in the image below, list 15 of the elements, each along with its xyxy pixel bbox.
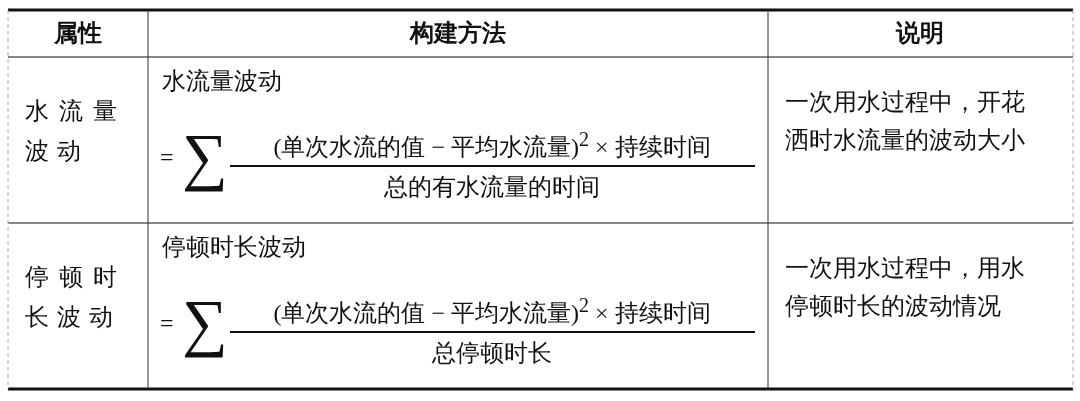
attribute-name: 水流量波动 [25,97,125,166]
column-header: 说明 [896,19,944,48]
column-header: 属性 [54,19,102,48]
formula-numerator: (单次水流的值 − 平均水流量)$^{2}$ × 持续时间 [273,293,711,328]
formula-title: 停顿时长波动 [162,233,306,262]
description-text: 一次用水过程中，用水停顿时长的波动情况 [785,254,1026,321]
formula-numerator: (单次水流的值 − 平均水流量)$^{2}$ × 持续时间 [273,127,711,162]
attribute-name: 停顿时长波动 [25,263,125,332]
description-text: 一次用水过程中，开花洒时水流量的波动大小 [785,88,1026,155]
column-header: 构建方法 [410,19,506,48]
formula-denominator: 总的有水流量的时间 [384,173,600,202]
formula-denominator: 总停顿时长 [432,339,552,368]
formula-title: 水流量波动 [162,67,282,96]
equals-sign: = [160,143,174,172]
equals-sign: = [160,309,174,338]
